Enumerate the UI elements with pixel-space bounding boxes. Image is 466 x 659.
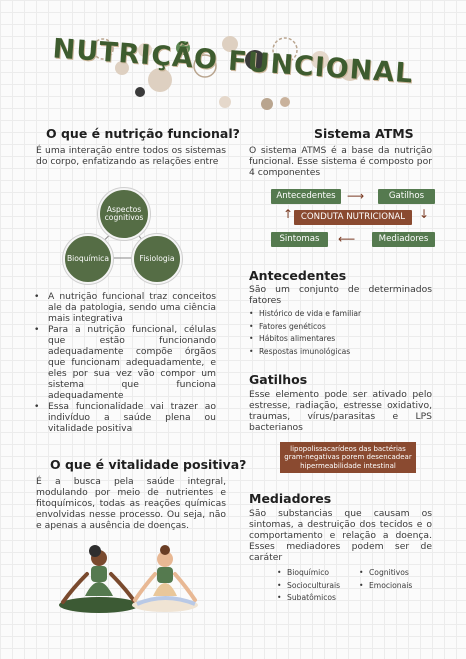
flow-antecedentes: Antecedentes	[271, 189, 341, 204]
flow-gatilhos: Gatilhos	[378, 189, 435, 204]
list-item: Subatômicos	[277, 592, 340, 605]
deco-circle	[135, 87, 145, 97]
diagram-circle-aspectos: Aspectos cognitivos	[98, 188, 150, 240]
list-item: Socioculturais	[277, 580, 340, 593]
section-title-nutricao: O que é nutrição funcional?	[46, 126, 240, 141]
arrow-up-icon: ↑	[283, 207, 294, 221]
flow-sintomas: Sintomas	[271, 232, 328, 247]
deco-circle	[311, 51, 329, 69]
deco-circle	[245, 50, 265, 70]
section-title-mediadores: Mediadores	[249, 491, 332, 506]
deco-circle	[138, 43, 152, 57]
section-title-gatilhos: Gatilhos	[249, 372, 308, 387]
deco-circle	[280, 97, 290, 107]
nutricao-intro: É uma interação entre todos os sistemas …	[36, 145, 226, 167]
antecedentes-text: São um conjunto de determinados fatores	[249, 284, 432, 306]
flow-conduta: CONDUTA NUTRICIONAL	[294, 210, 412, 225]
list-item: Emocionais	[359, 580, 412, 593]
arrow-right-icon: ⟶	[347, 189, 365, 203]
list-item: Histórico de vida e familiar	[249, 308, 361, 321]
deco-circle	[115, 61, 129, 75]
deco-circle	[339, 59, 361, 81]
bullet-item: Para a nutrição funcional, células que e…	[34, 324, 216, 401]
list-item: Respostas imunológicas	[249, 346, 361, 359]
mediadores-text: São substancias que causam os sintomas, …	[249, 508, 432, 563]
deco-circle	[193, 54, 217, 78]
section-title-vitalidade: O que é vitalidade positiva?	[50, 457, 247, 472]
list-item: Fatores genéticos	[249, 321, 361, 334]
list-item: Hábitos alimentares	[249, 333, 361, 346]
header-decoration	[92, 36, 361, 110]
nutricao-bullets: A nutrição funcional traz conceitos ale …	[34, 291, 216, 434]
mediadores-list-1: Bioquímico Socioculturais Subatômicos	[277, 567, 340, 605]
arrow-down-icon: ↓	[419, 207, 430, 221]
deco-circle	[219, 96, 231, 108]
diagram-circle-fisiologia: Fisiologia	[132, 234, 182, 284]
antecedentes-list: Histórico de vida e familiar Fatores gen…	[249, 308, 361, 358]
deco-circle	[261, 98, 273, 110]
bullet-item: Essa funcionalidade vai trazer ao indiví…	[34, 401, 216, 434]
gatilhos-note: lipopolissacarídeos das bactérias gram-n…	[280, 442, 416, 473]
section-title-atms: Sistema ATMS	[314, 126, 414, 141]
diagram-label-aspectos: Aspectos cognitivos	[104, 204, 144, 222]
flow-mediadores: Mediadores	[372, 232, 435, 247]
deco-circle	[148, 68, 172, 92]
meditation-illustration	[59, 545, 198, 613]
deco-circle	[222, 36, 238, 52]
bullet-item: A nutrição funcional traz conceitos ale …	[34, 291, 216, 324]
vitalidade-text: É a busca pela saúde integral, modulando…	[36, 476, 226, 531]
gatilhos-text: Esse elemento pode ser ativado pelo estr…	[249, 389, 432, 433]
deco-circle	[272, 37, 298, 63]
list-item: Bioquímico	[277, 567, 340, 580]
diagram-label-fisiologia: Fisiologia	[139, 253, 175, 263]
section-title-antecedentes: Antecedentes	[249, 268, 347, 283]
mediadores-list-2: Cognitivos Emocionais	[359, 567, 412, 592]
atms-text: O sistema ATMS é a base da nutrição func…	[249, 145, 432, 178]
deco-circle	[176, 41, 190, 55]
arrow-left-icon: ⟵	[338, 232, 356, 246]
deco-circle	[92, 38, 114, 60]
diagram-circle-bioquimica: Bioquímica	[63, 234, 113, 284]
list-item: Cognitivos	[359, 567, 412, 580]
diagram-label-bioquimica: Bioquímica	[66, 253, 110, 263]
